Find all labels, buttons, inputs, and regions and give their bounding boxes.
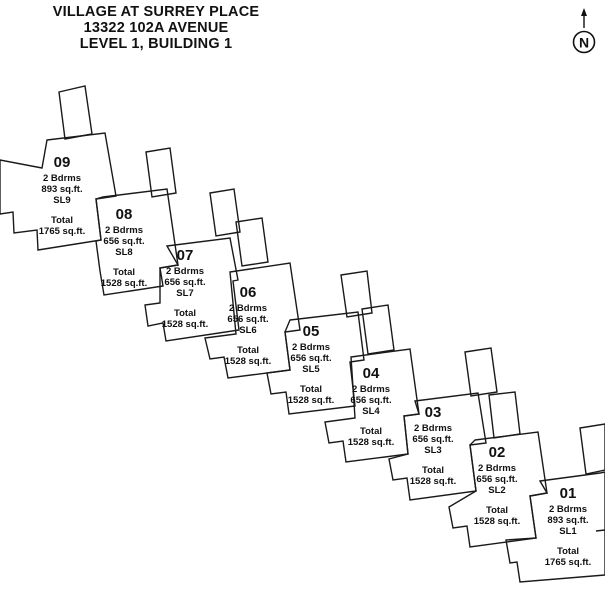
unit-09-label: 09 2 Bdrms 893 sq.ft. SL9 Total 1765 sq.… — [27, 154, 97, 237]
unit-05-label: 05 2 Bdrms 656 sq.ft. SL5 Total 1528 sq.… — [276, 323, 346, 406]
unit-strata-lot: SL4 — [362, 406, 380, 417]
unit-bedrooms: 2 Bdrms — [104, 225, 143, 236]
unit-total-label: Total — [486, 505, 508, 516]
unit-total-area: 1528 sq.ft. — [100, 278, 148, 289]
unit-total-area: 1528 sq.ft. — [161, 319, 209, 330]
unit-total-area: 1528 sq.ft. — [287, 395, 335, 406]
unit-total-label: Total — [557, 546, 579, 557]
unit-number: 01 — [559, 485, 577, 502]
unit-bedrooms: 2 Bdrms — [548, 504, 587, 515]
unit-total-label: Total — [300, 384, 322, 395]
unit-strata-lot: SL6 — [239, 325, 257, 336]
building-address: 13322 102A AVENUE — [83, 20, 229, 36]
unit-number: 07 — [176, 247, 194, 264]
unit-area: 893 sq.ft. — [41, 184, 83, 195]
unit-01-label: 01 2 Bdrms 893 sq.ft. SL1 Total 1765 sq.… — [533, 485, 603, 568]
unit-bedrooms: 2 Bdrms — [351, 384, 390, 395]
unit-strata-lot: SL2 — [488, 485, 506, 496]
unit-total-label: Total — [360, 426, 382, 437]
level-label: LEVEL 1, BUILDING 1 — [79, 36, 233, 52]
unit-total-area: 1765 sq.ft. — [38, 226, 86, 237]
unit-06-label: 06 2 Bdrms 656 sq.ft. SL6 Total 1528 sq.… — [213, 284, 283, 367]
unit-number: 03 — [424, 404, 442, 421]
unit-total-area: 1528 sq.ft. — [347, 437, 395, 448]
unit-area: 893 sq.ft. — [547, 515, 589, 526]
unit-03-label: 03 2 Bdrms 656 sq.ft. SL3 Total 1528 sq.… — [398, 404, 468, 487]
unit-07-label: 07 2 Bdrms 656 sq.ft. SL7 Total 1528 sq.… — [150, 247, 220, 330]
unit-number: 09 — [53, 154, 71, 171]
unit-area: 656 sq.ft. — [227, 314, 269, 325]
unit-total-area: 1528 sq.ft. — [473, 516, 521, 527]
unit-bedrooms: 2 Bdrms — [42, 173, 81, 184]
unit-total-label: Total — [237, 345, 259, 356]
north-label: N — [579, 35, 589, 51]
unit-bedrooms: 2 Bdrms — [477, 463, 516, 474]
unit-bedrooms: 2 Bdrms — [228, 303, 267, 314]
unit-number: 04 — [362, 365, 380, 382]
unit-area: 656 sq.ft. — [350, 395, 392, 406]
unit-04-label: 04 2 Bdrms 656 sq.ft. SL4 Total 1528 sq.… — [336, 365, 406, 448]
unit-02-outline — [448, 431, 548, 548]
north-arrow-icon: N — [572, 8, 596, 54]
unit-number: 02 — [488, 444, 506, 461]
unit-number: 06 — [239, 284, 257, 301]
unit-total-area: 1528 sq.ft. — [409, 476, 457, 487]
unit-area: 656 sq.ft. — [476, 474, 518, 485]
unit-area: 656 sq.ft. — [412, 434, 454, 445]
unit-total-label: Total — [422, 465, 444, 476]
unit-area: 656 sq.ft. — [164, 277, 206, 288]
unit-06-outline — [204, 262, 301, 379]
unit-number: 05 — [302, 323, 320, 340]
unit-total-area: 1765 sq.ft. — [544, 557, 592, 568]
unit-strata-lot: SL3 — [424, 445, 442, 456]
unit-number: 08 — [115, 206, 133, 223]
unit-02-label: 02 2 Bdrms 656 sq.ft. SL2 Total 1528 sq.… — [462, 444, 532, 527]
unit-area: 656 sq.ft. — [290, 353, 332, 364]
unit-strata-lot: SL5 — [302, 364, 320, 375]
unit-05-outline — [266, 270, 395, 415]
unit-07-outline — [144, 188, 269, 342]
unit-bedrooms: 2 Bdrms — [291, 342, 330, 353]
unit-total-label: Total — [174, 308, 196, 319]
unit-total-label: Total — [113, 267, 135, 278]
unit-area: 656 sq.ft. — [103, 236, 145, 247]
unit-strata-lot: SL8 — [115, 247, 133, 258]
unit-08-label: 08 2 Bdrms 656 sq.ft. SL8 Total 1528 sq.… — [89, 206, 159, 289]
unit-04-outline — [324, 348, 420, 463]
plan-title-block: VILLAGE AT SURREY PLACE 13322 102A AVENU… — [6, 4, 306, 52]
building-name: VILLAGE AT SURREY PLACE — [52, 4, 260, 20]
unit-bedrooms: 2 Bdrms — [413, 423, 452, 434]
unit-strata-lot: SL1 — [559, 526, 577, 537]
unit-total-area: 1528 sq.ft. — [224, 356, 272, 367]
unit-strata-lot: SL7 — [176, 288, 194, 299]
unit-total-label: Total — [51, 215, 73, 226]
unit-strata-lot: SL9 — [53, 195, 71, 206]
unit-08-outline — [95, 147, 179, 296]
unit-01-outline — [505, 423, 605, 583]
unit-bedrooms: 2 Bdrms — [165, 266, 204, 277]
